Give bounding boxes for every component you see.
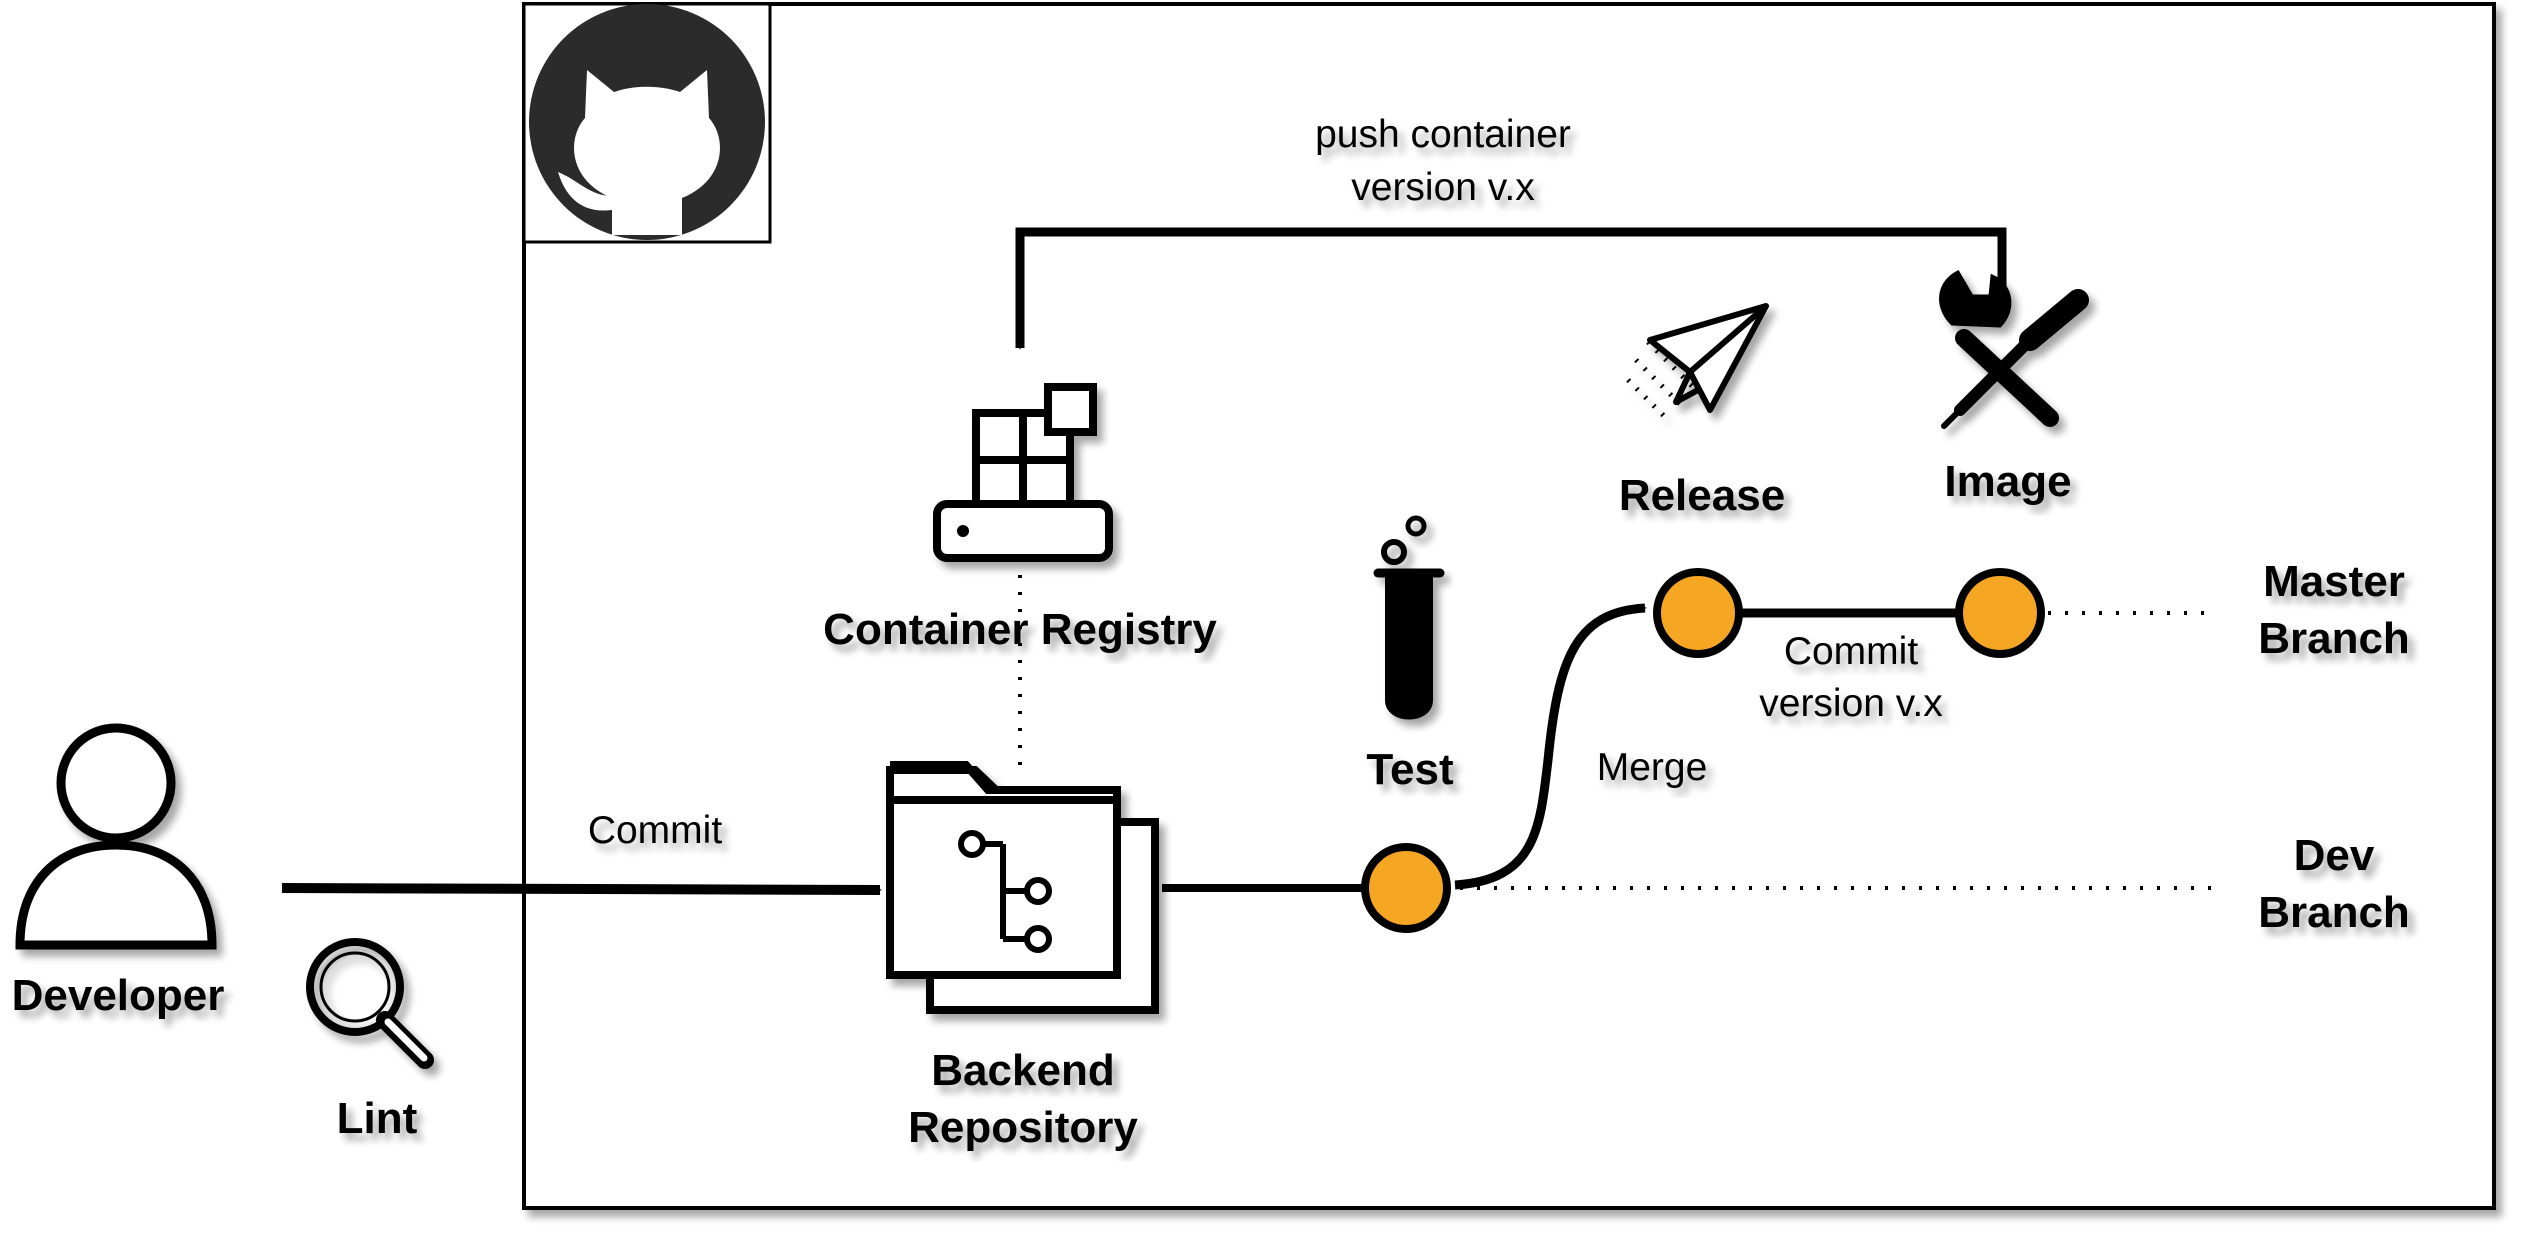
- commit-node-dev: [1361, 843, 1451, 933]
- container-registry-icon: [933, 383, 1113, 562]
- test-tube-icon: [1373, 515, 1445, 720]
- labels: Developer Lint Commit Backend Repository…: [12, 113, 2410, 1152]
- person-icon: [15, 723, 217, 950]
- commit-node-master-merge: [1653, 568, 1743, 658]
- commit-node-master-release: [1955, 568, 2045, 658]
- master-branch-label-line2: Branch: [2258, 614, 2410, 663]
- push-container-label-line2: version v.x: [1351, 166, 1535, 209]
- container-registry-label: Container Registry: [823, 605, 1217, 654]
- lint-label: Lint: [337, 1094, 418, 1143]
- backend-repository-label-line1: Backend: [931, 1046, 1114, 1095]
- merge-arrow: [1454, 603, 1647, 890]
- dev-branch-label-line1: Dev: [2294, 831, 2375, 880]
- release-label: Release: [1619, 471, 1785, 520]
- developer-label: Developer: [12, 971, 225, 1020]
- commit-version-label-line1: Commit: [1784, 630, 1918, 673]
- backend-repository-label-line2: Repository: [908, 1103, 1138, 1152]
- dev-branch-label-line2: Branch: [2258, 888, 2410, 937]
- folder-git-icon: [886, 761, 1159, 1014]
- image-label: Image: [1944, 457, 2071, 506]
- magnifier-icon: [306, 938, 434, 1069]
- push-container-arrow: [1015, 227, 2007, 350]
- dotted-connectors: [1018, 575, 2215, 890]
- github-octocat-icon: [522, 2, 772, 244]
- github-boundary: [522, 2, 2496, 1210]
- merge-label: Merge: [1597, 746, 1708, 789]
- wrench-screwdriver-icon: [1939, 270, 2089, 429]
- master-branch-label-line1: Master: [2263, 557, 2405, 606]
- paper-plane-icon: [1626, 303, 1769, 418]
- commit-version-label-line2: version v.x: [1759, 682, 1943, 725]
- commit-edge-label: Commit: [588, 809, 722, 852]
- test-label: Test: [1366, 745, 1454, 794]
- push-container-label-line1: push container: [1315, 113, 1571, 156]
- commit-arrow: [281, 883, 882, 895]
